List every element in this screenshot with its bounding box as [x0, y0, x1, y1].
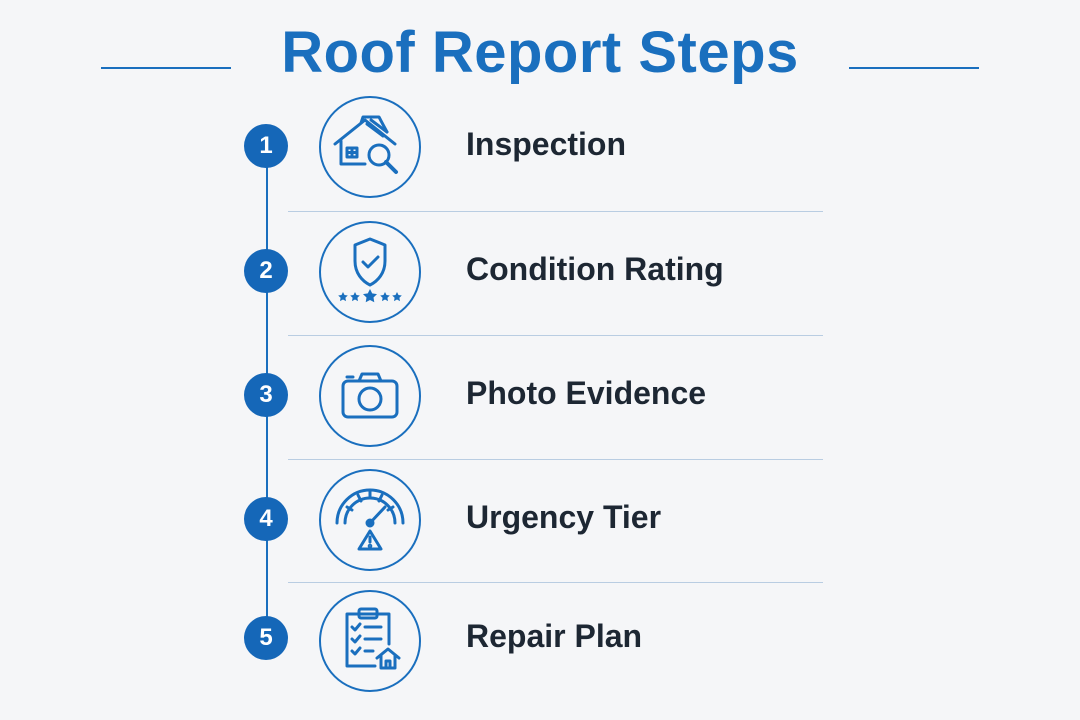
step-number-badge: 1 — [244, 124, 288, 168]
camera-icon — [341, 372, 399, 419]
step-number-badge: 4 — [244, 497, 288, 541]
step-icon-circle — [319, 96, 421, 198]
step-number-badge: 5 — [244, 616, 288, 660]
page-title: Roof Report Steps — [281, 20, 799, 85]
gauge-warning-icon — [335, 488, 405, 551]
step-divider — [288, 335, 823, 336]
step-icon-circle — [319, 221, 421, 323]
step-label: Condition Rating — [466, 251, 724, 287]
step-divider — [288, 211, 823, 212]
title-rule-right — [849, 67, 979, 69]
shield-check-stars-icon — [338, 237, 402, 303]
step-number-badge: 2 — [244, 249, 288, 293]
step-label: Urgency Tier — [466, 499, 662, 535]
step-inspection: 1 Inspection — [0, 92, 1080, 202]
step-repair-plan: 5 Repair Plan — [0, 588, 1080, 698]
step-icon-circle — [319, 345, 421, 447]
step-urgency-tier: 4 Urgency Tier — [0, 465, 1080, 575]
step-divider — [288, 582, 823, 583]
step-label: Inspection — [466, 126, 627, 162]
step-label: Photo Evidence — [466, 375, 707, 411]
step-divider — [288, 459, 823, 460]
step-label: Repair Plan — [466, 618, 643, 654]
step-condition-rating: 2 Condition Rating — [0, 217, 1080, 327]
step-photo-evidence: 3 Photo Evidence — [0, 341, 1080, 451]
step-icon-circle — [319, 590, 421, 692]
step-number-badge: 3 — [244, 373, 288, 417]
step-icon-circle — [319, 469, 421, 571]
title-row: Roof Report Steps — [0, 18, 1080, 88]
house-magnifier-icon — [333, 115, 398, 174]
title-rule-left — [101, 67, 231, 69]
clipboard-house-icon — [345, 607, 401, 670]
